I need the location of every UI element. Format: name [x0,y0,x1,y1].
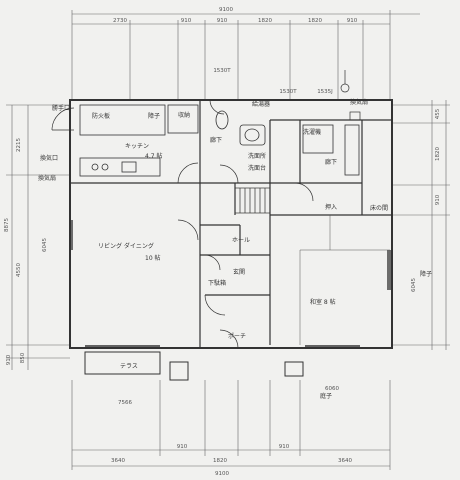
top-dim-3: 910 [217,18,228,24]
label-japanese-room: 和室 8 帖 [310,298,336,306]
left-dim-2: 6045 [42,238,48,252]
note-1530t-a: 1530T [213,68,231,74]
label-tokonoma: 床の間 [370,204,388,212]
note-1530t-b: 1530T [279,89,297,95]
label-kitchen-mat: 4.7 帖 [145,152,162,160]
label-laundry: 洗濯機 [303,128,321,136]
right-dimension-lines [392,100,450,350]
right-dim-3: 910 [435,194,441,205]
bottom-dim-3: 1820 [213,458,227,464]
bottom-dim-1: 3640 [111,458,125,464]
note-1535j: 1535J [317,89,333,95]
note-7566: 7566 [118,400,132,406]
label-ventilation-l: 換気扇 [38,174,56,182]
label-washroom: 洗面所 [248,152,266,160]
top-dim-1: 2730 [113,18,127,24]
stairs [234,187,271,214]
top-dim-5: 1820 [308,18,322,24]
top-dimension-lines [71,10,420,100]
top-dim-2: 910 [181,18,192,24]
left-dim-3: 4550 [16,263,22,277]
right-dim-4: 6045 [411,278,417,292]
label-kitchen: キッチン [125,143,149,150]
label-ventilation: 換気口 [40,154,58,162]
label-back-door: 勝手口 [52,104,70,112]
label-wash-bowl: 洗面台 [248,164,266,172]
sanitary-fixtures [215,110,360,176]
label-living-dining: リビング ダイニング [98,242,154,250]
left-total-dim: 8875 [4,218,10,232]
label-fireproof-a: 防火板 [92,112,110,120]
exhaust-vents [340,70,361,121]
terrace [84,351,304,381]
label-shoji-a: 障子 [148,112,160,120]
left-dim-1: 2215 [16,138,22,152]
note-6060: 6060 [325,386,339,392]
left-dimension-lines [6,104,70,370]
top-dim-6: 910 [347,18,358,24]
label-porch: ポーチ [228,332,246,340]
label-closet: 押入 [325,203,337,211]
label-water-heater: 給湯器 [252,100,270,108]
bottom-dimension-lines [71,380,391,470]
label-shoe-box: 下駄箱 [208,279,226,287]
label-bay: 庭子 [320,392,332,400]
door-swings [51,99,314,349]
bottom-dim-4: 910 [279,444,290,450]
left-dim-5: 850 [20,352,26,363]
bottom-total-dim: 9100 [215,471,229,477]
right-dim-2: 1820 [435,147,441,161]
top-total-dim: 9100 [219,7,233,13]
top-dim-4: 1820 [258,18,272,24]
label-shoji: 障子 [420,270,432,278]
kitchen-fixtures [79,104,199,177]
label-hall: ホール [232,237,250,244]
label-living-mat: 10 帖 [145,254,161,262]
label-terrace: テラス [120,363,138,370]
bottom-dim-5: 3640 [338,458,352,464]
tatami-layout [299,215,390,345]
right-dim-1: 455 [435,108,441,119]
label-hallway: 廊下 [325,158,337,166]
left-dim-4: 910 [6,354,12,365]
label-exhaust-vent: 換気扇 [350,98,368,106]
bottom-dim-2: 910 [177,444,188,450]
label-corridor: 廊下 [210,136,222,144]
label-storage: 収納 [178,111,190,119]
windows [69,99,391,349]
label-entrance: 玄関 [233,268,245,276]
